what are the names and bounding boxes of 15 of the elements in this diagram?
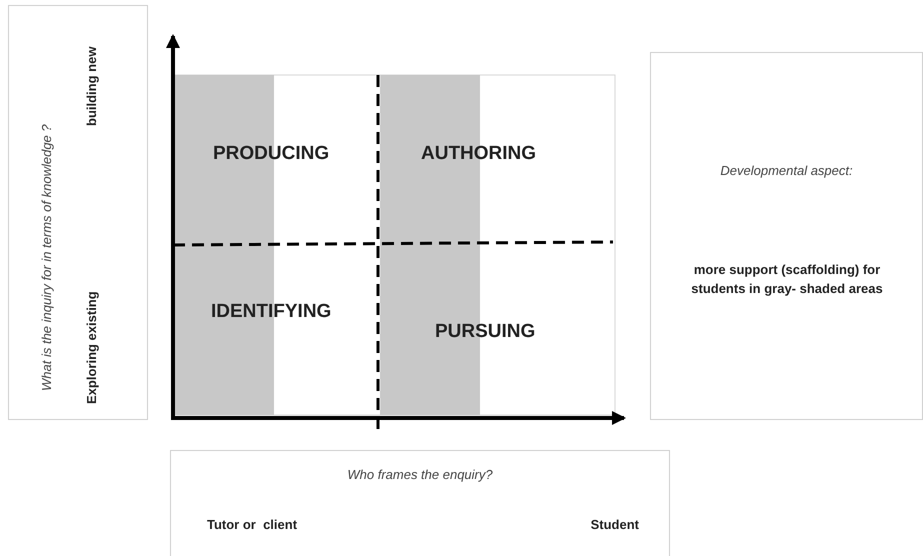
axis-end-label: Student [590, 517, 639, 532]
panel-heading: Developmental aspect: [719, 163, 854, 178]
axis-end-label: Exploring existing [84, 291, 99, 404]
text-panel [8, 5, 148, 420]
axis-end-label: building new [84, 46, 99, 126]
axis-question: Who frames the enquiry? [346, 467, 494, 482]
axis-question: What is the inquiry for in terms of knowledge ? [39, 124, 54, 391]
note-text: more support (scaffolding) for students in gray- shaded areas [690, 261, 884, 298]
axis-end-label: Tutor or client [207, 517, 298, 532]
quadrant-label: PURSUING [435, 321, 536, 343]
quadrant-label: PRODUCING [213, 143, 330, 165]
quadrant-label: AUTHORING [421, 143, 536, 165]
text-panel [650, 52, 923, 420]
quadrant-label: IDENTIFYING [211, 301, 332, 323]
text-panel [170, 450, 670, 556]
